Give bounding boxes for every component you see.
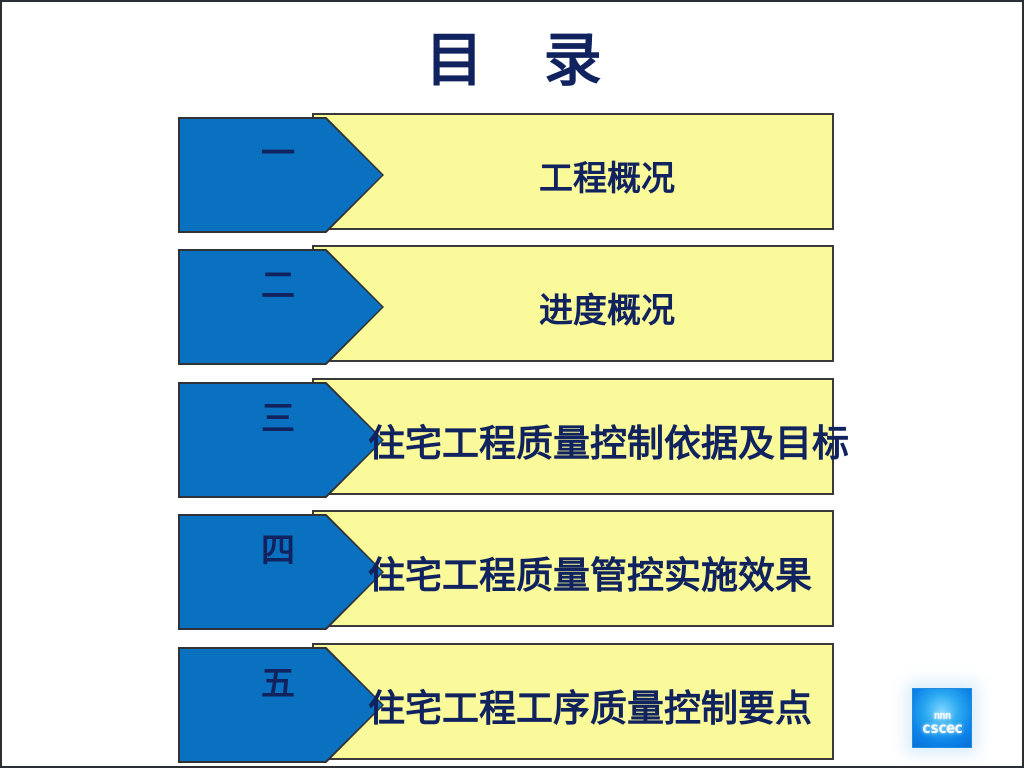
toc-row-banner <box>312 510 834 627</box>
toc-row-label[interactable]: 工程概况 <box>539 159 675 198</box>
toc-row-label[interactable]: 住宅工程质量管控实施效果 <box>368 555 812 596</box>
page-title: 目 录 <box>425 28 603 93</box>
logo-top-text: nnn <box>933 709 952 722</box>
toc-row-banner <box>312 245 834 362</box>
toc-row[interactable]: 一 工程概况 <box>2 113 1022 238</box>
logo-wordmark: nnn cscec <box>921 709 963 747</box>
cscec-logo-icon: nnn cscec <box>912 688 972 748</box>
toc-row-banner <box>312 643 834 760</box>
toc-row[interactable]: 四 住宅工程质量管控实施效果 <box>2 510 1022 635</box>
toc-row-index: 四 <box>261 531 295 570</box>
logo-mark-text: cscec <box>921 719 963 737</box>
toc-row-banner <box>312 378 834 495</box>
toc-row-banner <box>312 113 834 230</box>
toc-row-label[interactable]: 进度概况 <box>539 291 675 330</box>
toc-row[interactable]: 三 住宅工程质量控制依据及目标 <box>2 378 1022 503</box>
toc-row-label[interactable]: 住宅工程工序质量控制要点 <box>368 688 812 729</box>
toc-row-index: 一 <box>261 134 295 173</box>
toc-row-label[interactable]: 住宅工程质量控制依据及目标 <box>368 423 849 464</box>
toc-row-index: 二 <box>261 266 295 305</box>
toc-row-index: 五 <box>261 664 295 703</box>
toc-row[interactable]: 五 住宅工程工序质量控制要点 <box>2 643 1022 766</box>
toc-row[interactable]: 二 进度概况 <box>2 245 1022 370</box>
toc-row-index: 三 <box>261 399 295 438</box>
